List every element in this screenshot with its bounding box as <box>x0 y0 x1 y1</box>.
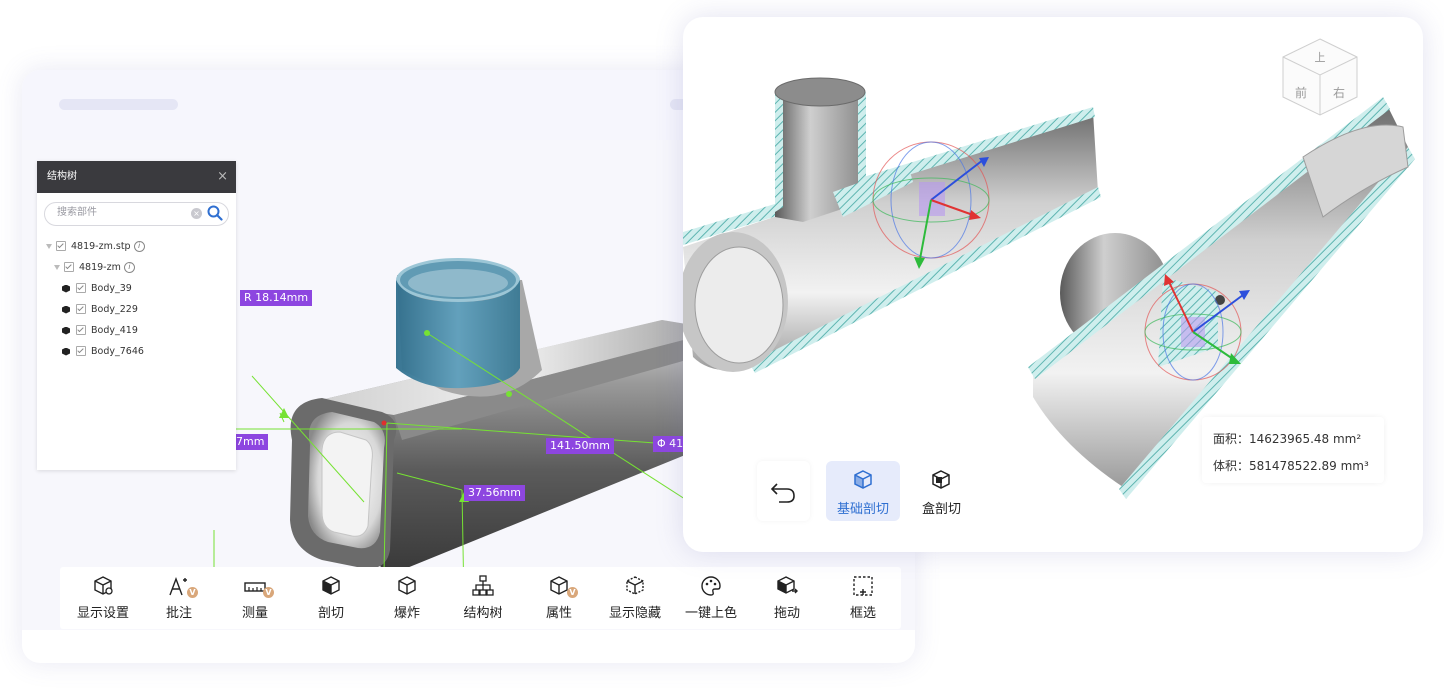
tool-label: 批注 <box>165 606 192 621</box>
structure-tree-title: 结构树 <box>47 171 77 182</box>
palette-icon <box>701 576 721 596</box>
visibility-checkbox[interactable] <box>76 303 86 314</box>
vip-badge: V <box>187 587 198 598</box>
pipe-model-render[interactable] <box>22 140 915 630</box>
volume-value: 体积：581478522.89 mm³ <box>1213 459 1369 473</box>
width-measure-label[interactable]: 7mm <box>234 434 269 450</box>
drag-icon <box>777 576 798 594</box>
display-settings-button[interactable]: 显示设置 <box>65 567 141 629</box>
properties-button[interactable]: V 属性 <box>521 567 597 629</box>
tree-item-body[interactable]: Body_229 <box>62 302 138 318</box>
tool-label: 显示隐藏 <box>608 606 661 621</box>
basic-section-cut-icon <box>854 470 872 489</box>
tool-label: 爆炸 <box>393 606 420 621</box>
info-icon[interactable]: i <box>123 262 135 273</box>
height-measure-label[interactable]: 37.56mm <box>464 485 525 501</box>
visibility-checkbox[interactable] <box>64 261 74 272</box>
undo-button[interactable] <box>757 461 810 521</box>
expand-triangle-icon[interactable] <box>46 244 52 249</box>
tool-label: 结构树 <box>463 606 503 621</box>
visibility-checkbox[interactable] <box>76 324 86 335</box>
view-cube-widget[interactable]: 上 前 右 <box>1279 35 1361 119</box>
view-cube-top-label[interactable]: 上 <box>1315 51 1326 64</box>
close-icon[interactable]: × <box>217 169 228 184</box>
radius-measure-label[interactable]: R 18.14mm <box>240 290 313 306</box>
box-select-icon <box>853 576 873 596</box>
visibility-checkbox[interactable] <box>76 345 86 356</box>
part-cube-icon <box>62 326 70 335</box>
show-hide-icon <box>626 576 644 595</box>
measure-button[interactable]: V 测量 <box>217 567 293 629</box>
basic-section-cut-label: 基础剖切 <box>836 502 889 517</box>
tool-label: 一键上色 <box>684 606 737 621</box>
one-click-color-button[interactable]: 一键上色 <box>673 567 749 629</box>
structure-tree-header: 结构树 × <box>37 161 236 193</box>
tool-label: 框选 <box>849 606 876 621</box>
structure-tree-button[interactable]: 结构树 <box>445 567 521 629</box>
area-value: 面积：14623965.48 mm² <box>1213 432 1362 446</box>
tree-item-label: Body_229 <box>91 304 138 315</box>
drag-button[interactable]: 拖动 <box>749 567 825 629</box>
section-view-window: 上 前 右 面积：14623965.48 mm² 体积：581478522.89… <box>683 17 1423 552</box>
tree-item-body[interactable]: Body_7646 <box>62 344 144 360</box>
diameter-measure-label[interactable]: Φ 41. <box>653 436 689 452</box>
tree-item-label: Body_7646 <box>91 346 144 357</box>
explode-icon <box>398 576 416 595</box>
basic-section-cut-button[interactable]: 基础剖切 <box>826 461 900 521</box>
tool-label: 属性 <box>545 606 572 621</box>
tool-label: 测量 <box>241 606 268 621</box>
tree-item-label: 4819-zm <box>79 262 121 273</box>
box-section-cut-icon <box>932 470 950 489</box>
tool-label: 拖动 <box>773 606 800 621</box>
section-cut-button[interactable]: 剖切 <box>293 567 369 629</box>
box-select-button[interactable]: 框选 <box>825 567 901 629</box>
tool-label: 剖切 <box>317 606 344 621</box>
tree-item-body[interactable]: Body_39 <box>62 281 132 297</box>
tree-item-body[interactable]: Body_419 <box>62 323 138 339</box>
expand-triangle-icon[interactable] <box>54 265 60 270</box>
part-cube-icon <box>62 305 70 314</box>
display-settings-icon <box>94 576 113 595</box>
bottom-toolbar: 显示设置 V 批注 V 测量 剖切 爆炸 结构树 V 属性 <box>60 567 901 629</box>
structure-tree-icon <box>472 575 494 596</box>
header-placeholder-bar <box>59 99 178 110</box>
annotation-icon <box>169 577 187 596</box>
box-section-cut-label: 盒剖切 <box>921 502 961 517</box>
view-cube-front-label[interactable]: 前 <box>1295 85 1307 100</box>
section-cut-icon <box>322 576 340 595</box>
undo-icon <box>770 483 795 503</box>
visibility-checkbox[interactable] <box>76 282 86 293</box>
search-icon[interactable] <box>207 205 223 221</box>
view-cube-right-label[interactable]: 右 <box>1333 85 1345 100</box>
clear-search-icon[interactable]: × <box>191 208 202 219</box>
vip-badge: V <box>263 587 274 598</box>
show-hide-button[interactable]: 显示隐藏 <box>597 567 673 629</box>
area-volume-readout: 面积：14623965.48 mm² 体积：581478522.89 mm³ <box>1202 417 1384 483</box>
tool-label: 显示设置 <box>76 606 129 621</box>
length-measure-label[interactable]: 141.50mm <box>546 438 614 454</box>
tree-item-label: Body_39 <box>91 283 132 294</box>
explode-button[interactable]: 爆炸 <box>369 567 445 629</box>
properties-icon <box>550 576 568 595</box>
box-section-cut-button[interactable]: 盒剖切 <box>901 461 982 521</box>
part-search-box: × <box>44 202 229 226</box>
section-cut-render[interactable] <box>683 17 1423 552</box>
info-icon[interactable]: i <box>133 241 145 252</box>
part-search-input[interactable] <box>55 206 179 219</box>
part-cube-icon <box>62 347 70 356</box>
tree-item-label: Body_419 <box>91 325 138 336</box>
vip-badge: V <box>567 587 578 598</box>
tree-item-label: 4819-zm.stp <box>71 241 131 252</box>
part-cube-icon <box>62 284 70 293</box>
visibility-checkbox[interactable] <box>56 240 66 251</box>
annotation-button[interactable]: V 批注 <box>141 567 217 629</box>
